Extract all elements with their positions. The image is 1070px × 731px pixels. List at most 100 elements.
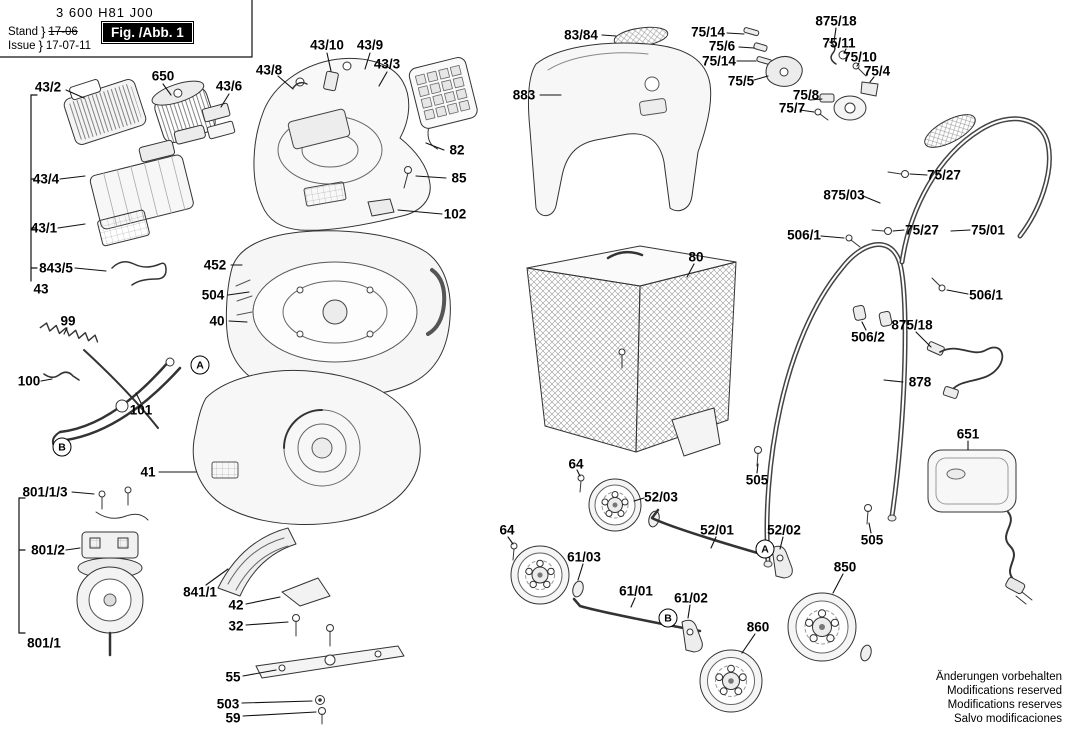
part-label-64-b: 64 xyxy=(499,522,515,538)
part-label-43-10: 43/10 xyxy=(310,37,344,53)
callout-b-axle: B xyxy=(658,608,678,628)
issue-brace: } xyxy=(38,38,43,53)
part-label-506-1: 506/1 xyxy=(787,227,821,243)
part-label-75-6: 75/6 xyxy=(708,38,736,54)
part-label-43-9: 43/9 xyxy=(356,37,384,53)
wedge-102-drawing xyxy=(367,198,395,217)
part-label-505-b: 505 xyxy=(860,532,884,548)
footer-note-es: Salvo modificaciones xyxy=(953,712,1062,725)
callout-b-lever: B xyxy=(52,437,72,457)
wheel-52-03-drawing xyxy=(588,478,660,532)
top-hardware-drawing xyxy=(292,61,352,92)
issue-row: Issue}17-07-11 xyxy=(8,38,91,53)
part-label-52-02: 52/02 xyxy=(767,522,801,538)
power-cable-drawing xyxy=(926,341,1004,399)
footer-note-fr: Modifications reserves xyxy=(947,698,1062,711)
issue-label: Issue xyxy=(8,39,36,52)
part-label-43: 43 xyxy=(33,281,49,297)
flap-841-1-drawing xyxy=(217,527,297,597)
battery-drawing xyxy=(63,79,147,145)
part-label-75-14-b: 75/14 xyxy=(702,53,736,69)
part-label-75-27: 75/27 xyxy=(927,167,961,183)
part-label-82: 82 xyxy=(449,142,465,158)
part-label-61-03: 61/03 xyxy=(567,549,601,565)
footer-notes: Änderungen vorbehalten Modifications res… xyxy=(936,670,1062,726)
part-label-43-3: 43/3 xyxy=(373,56,401,72)
wheel-860-drawing xyxy=(699,649,763,713)
part-label-878: 878 xyxy=(908,374,932,390)
part-label-59: 59 xyxy=(225,710,241,726)
part-label-75-7: 75/7 xyxy=(778,100,806,116)
part-label-83-84: 83/84 xyxy=(564,27,598,43)
part-label-85: 85 xyxy=(451,170,467,186)
switch-parts-drawing xyxy=(743,27,879,121)
part-label-43-2: 43/2 xyxy=(34,79,62,95)
part-label-102: 102 xyxy=(443,206,467,222)
part-label-801-2: 801/2 xyxy=(31,542,65,558)
battery-tray-drawing xyxy=(89,124,206,247)
bracket-lines xyxy=(0,0,253,634)
part-label-99: 99 xyxy=(60,313,76,329)
part-label-504: 504 xyxy=(201,287,225,303)
mower-deck-drawing xyxy=(225,230,451,398)
stand-value: 17-06 xyxy=(48,25,78,38)
part-label-43-6: 43/6 xyxy=(215,78,243,94)
part-label-875-18: 875/18 xyxy=(815,13,857,29)
part-label-801-1-3: 801/1/3 xyxy=(22,484,68,500)
footer-note-en: Modifications reserved xyxy=(946,684,1062,697)
part-label-52-03: 52/03 xyxy=(644,489,678,505)
part-label-42: 42 xyxy=(228,597,244,613)
part-label-75-01: 75/01 xyxy=(971,222,1005,238)
part-label-43-4: 43/4 xyxy=(32,171,60,187)
part-label-80: 80 xyxy=(688,249,704,265)
document-part-number: 3 600 H81 J00 xyxy=(56,5,154,20)
screws-32-drawing xyxy=(292,614,334,647)
part-label-843-5: 843/5 xyxy=(39,260,73,276)
stand-label: Stand xyxy=(8,25,39,38)
stand-row: Stand}17-06 xyxy=(8,24,78,39)
lower-handle-878-drawing xyxy=(763,242,908,568)
part-label-875-18-b: 875/18 xyxy=(891,317,933,333)
lever-101-drawing xyxy=(51,349,182,447)
bolt-59-drawing xyxy=(318,707,326,725)
part-label-43-1: 43/1 xyxy=(30,220,58,236)
washer-503-drawing xyxy=(315,695,325,705)
leader-lines xyxy=(40,27,971,717)
part-label-841-1: 841/1 xyxy=(183,584,217,600)
part-label-52-01: 52/01 xyxy=(700,522,734,538)
part-label-75-11: 75/11 xyxy=(822,35,856,51)
small-parts-43-6-drawing xyxy=(201,102,236,140)
axle-levers-drawing xyxy=(510,474,793,653)
part-label-55: 55 xyxy=(225,669,241,685)
part-label-506-1-b: 506/1 xyxy=(969,287,1003,303)
wheel-61-03-drawing xyxy=(510,545,584,605)
callout-a-axle: A xyxy=(755,539,775,559)
part-label-75-14: 75/14 xyxy=(691,24,725,40)
upper-handle-drawing xyxy=(899,114,1052,265)
part-label-75-5: 75/5 xyxy=(727,73,755,89)
part-label-100: 100 xyxy=(17,373,41,389)
part-label-64: 64 xyxy=(568,456,584,472)
callout-a-deck: A xyxy=(190,355,210,375)
part-label-40: 40 xyxy=(209,313,225,329)
wheel-850-drawing xyxy=(787,592,872,662)
blade-55-drawing xyxy=(255,645,405,679)
screw-85-drawing xyxy=(403,166,412,189)
part-label-801-1: 801/1 xyxy=(27,635,61,651)
part-label-860: 860 xyxy=(746,619,770,635)
part-label-650: 650 xyxy=(151,68,175,84)
part-label-75-27-b: 75/27 xyxy=(905,222,939,238)
lower-motor-drawing xyxy=(76,486,149,657)
grass-box-drawing xyxy=(526,245,737,457)
cable-100-drawing xyxy=(43,371,80,381)
part-label-41: 41 xyxy=(140,464,156,480)
part-label-651: 651 xyxy=(956,426,980,442)
figure-label: Fig. /Abb. 1 xyxy=(101,21,194,44)
part-label-883: 883 xyxy=(512,87,536,103)
part-label-875-03: 875/03 xyxy=(823,187,865,203)
part-label-503: 503 xyxy=(216,696,240,712)
part-label-75-10: 75/10 xyxy=(843,49,877,65)
part-label-75-8: 75/8 xyxy=(792,87,820,103)
part-label-505: 505 xyxy=(745,472,769,488)
